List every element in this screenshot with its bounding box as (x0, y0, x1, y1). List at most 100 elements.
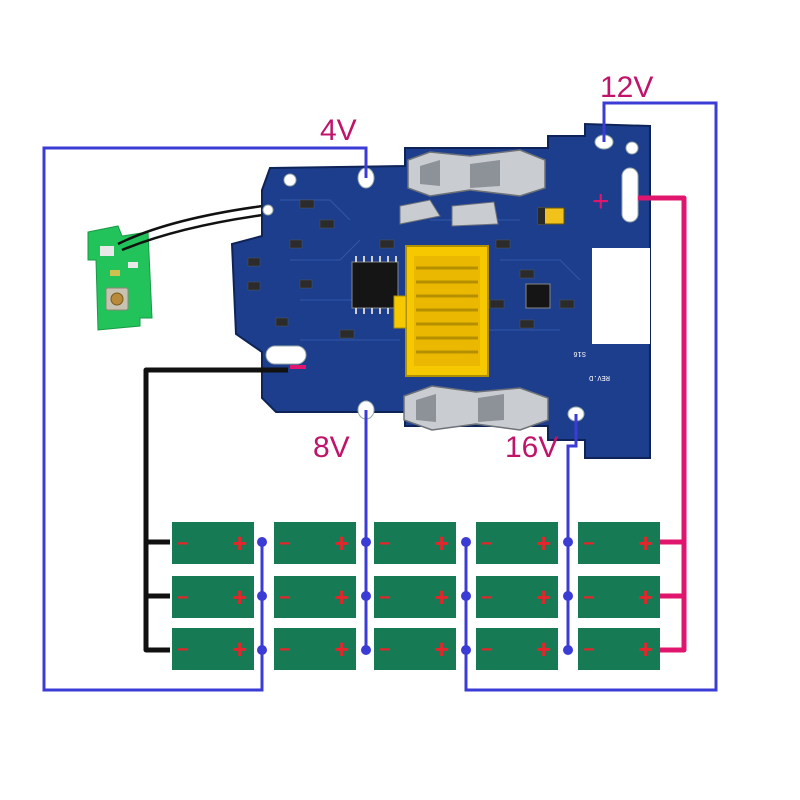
cell-positive-sign: + (638, 528, 653, 558)
cell-negative-sign: − (177, 639, 189, 661)
cell-body (374, 576, 456, 618)
cell-negative-sign: − (481, 533, 493, 555)
cell-positive-sign: + (232, 582, 247, 612)
cell-negative-sign: − (481, 587, 493, 609)
wire-4v (42, 146, 368, 692)
secondary-ic (525, 283, 551, 309)
cell-negative-sign: − (481, 639, 493, 661)
cell-positive-sign: + (334, 528, 349, 558)
cell-body (578, 628, 660, 670)
cell-body (476, 628, 558, 670)
junction-dot (257, 645, 267, 655)
silk-text-1: S16 (573, 349, 586, 357)
junction-dot (461, 537, 471, 547)
cell-positive-sign: + (434, 582, 449, 612)
cell-negative-sign: − (279, 533, 291, 555)
cell-body (274, 522, 356, 564)
battery-cell: −+ (476, 628, 558, 670)
battery-cell: −+ (476, 576, 558, 618)
cell-body (476, 522, 558, 564)
battery-cell: −+ (274, 576, 356, 618)
battery-cell: −+ (476, 522, 558, 564)
cell-negative-sign: − (379, 639, 391, 661)
cell-body (172, 628, 254, 670)
cell-negative-sign: − (177, 533, 189, 555)
cell-positive-sign: + (536, 582, 551, 612)
cell-positive-sign: + (434, 528, 449, 558)
cell-body (578, 576, 660, 618)
battery-cell: −+ (578, 576, 660, 618)
silk-text-2: REV.D (589, 373, 610, 381)
wire-positive (638, 195, 687, 653)
battery-cell: −+ (578, 628, 660, 670)
battery-cell: −+ (374, 522, 456, 564)
wire-12v (464, 101, 718, 692)
battery-cell: −+ (274, 628, 356, 670)
cell-body (578, 522, 660, 564)
cell-negative-sign: − (583, 533, 595, 555)
cell-positive-sign: + (638, 582, 653, 612)
label-8v: 8V (313, 431, 350, 464)
battery-cell: −+ (172, 576, 254, 618)
junction-dots (257, 537, 573, 655)
cell-negative-sign: − (379, 587, 391, 609)
cell-negative-sign: − (279, 587, 291, 609)
bottom-terminals (403, 385, 549, 431)
cell-positive-sign: + (638, 634, 653, 664)
battery-cell: −+ (172, 522, 254, 564)
junction-dot (361, 645, 371, 655)
junction-dot (257, 537, 267, 547)
main-ic (351, 261, 399, 309)
junction-dot (563, 645, 573, 655)
led-cable (117, 203, 271, 246)
led-button-board (87, 225, 153, 331)
junction-dot (361, 537, 371, 547)
battery-cell: −+ (578, 522, 660, 564)
junction-dot (563, 591, 573, 601)
junction-dot (257, 591, 267, 601)
battery-cell: −+ (172, 628, 254, 670)
battery-cell: −+ (374, 628, 456, 670)
cell-positive-sign: + (536, 528, 551, 558)
cell-positive-sign: + (232, 634, 247, 664)
cell-negative-sign: − (583, 639, 595, 661)
label-4v: 4V (320, 114, 357, 147)
pcb-plus-sign: + (592, 185, 610, 218)
cell-body (374, 522, 456, 564)
cell-body (172, 576, 254, 618)
cell-positive-sign: + (232, 528, 247, 558)
cell-body (172, 522, 254, 564)
cell-body (274, 628, 356, 670)
cell-positive-sign: + (334, 634, 349, 664)
pcb-board: S16 REV.D (230, 122, 651, 459)
cell-positive-sign: + (434, 634, 449, 664)
pad-negative (265, 345, 307, 365)
junction-dot (461, 591, 471, 601)
cell-positive-sign: + (334, 582, 349, 612)
wire-negative (143, 367, 288, 653)
cell-body (374, 628, 456, 670)
label-12v: 12V (600, 71, 653, 104)
cell-negative-sign: − (279, 639, 291, 661)
cell-negative-sign: − (379, 533, 391, 555)
battery-cell: −+ (274, 522, 356, 564)
cell-positive-sign: + (536, 634, 551, 664)
label-16v: 16V (505, 431, 558, 464)
pcb-cutout (592, 248, 650, 344)
yellow-connector (393, 245, 489, 377)
junction-dot (361, 591, 371, 601)
cell-negative-sign: − (177, 587, 189, 609)
pcb-minus-mark (290, 365, 306, 369)
cell-negative-sign: − (583, 587, 595, 609)
wire-16v (566, 414, 578, 542)
cell-grid: −+−+−+−+−+−+−+−+−+−+−+−+−+−+−+ (172, 522, 660, 670)
junction-dot (461, 645, 471, 655)
top-terminals (399, 149, 546, 227)
battery-cell: −+ (374, 576, 456, 618)
pad-positive (621, 167, 639, 223)
junction-dot (563, 537, 573, 547)
cell-body (274, 576, 356, 618)
cell-body (476, 576, 558, 618)
